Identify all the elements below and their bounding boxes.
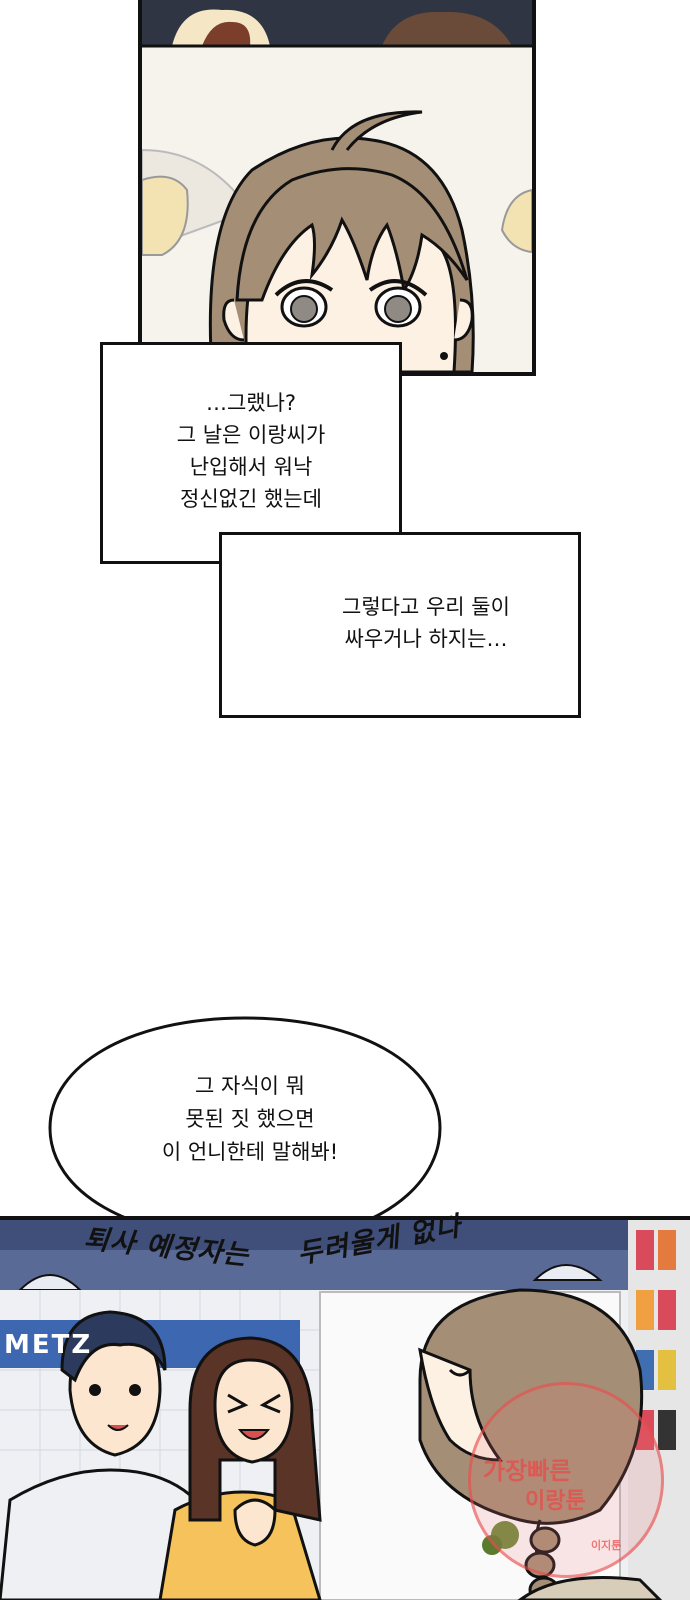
top-comic-panel <box>138 0 536 376</box>
speech-bubble-text: 그 자식이 뭐 못된 짓 했으면 이 언니한테 말해봐! <box>60 1070 440 1169</box>
narration-line: …그랬나? <box>205 391 297 415</box>
narration-box-2: 그렇다고 우리 둘이 싸우거나 하지는… <box>219 532 581 718</box>
narration-line: 그 날은 이랑씨가 <box>176 423 326 447</box>
watermark-line1: 가장빠른 <box>483 1457 572 1485</box>
speech-line: 그 자식이 뭐 <box>195 1074 305 1098</box>
speech-line: 이 언니한테 말해봐! <box>161 1140 339 1164</box>
store-sign-text: METZ <box>4 1330 93 1360</box>
closeup-face-illustration <box>142 0 532 372</box>
speech-line: 못된 짓 했으면 <box>185 1107 315 1131</box>
watermark-small: 이지툰 <box>591 1539 622 1552</box>
narration-line: 정신없긴 했는데 <box>180 487 322 511</box>
narration-box-1: …그랬나? 그 날은 이랑씨가 난입해서 워낙 정신없긴 했는데 <box>100 342 402 564</box>
watermark-line2: 이랑툰 <box>525 1489 586 1514</box>
narration-line: 그렇다고 우리 둘이 <box>342 595 510 619</box>
narration-line: 난입해서 워낙 <box>189 455 313 479</box>
narration-line: 싸우거나 하지는… <box>344 627 508 651</box>
watermark-stamp: 가장빠른 이랑툰 이지툰 <box>468 1382 664 1578</box>
